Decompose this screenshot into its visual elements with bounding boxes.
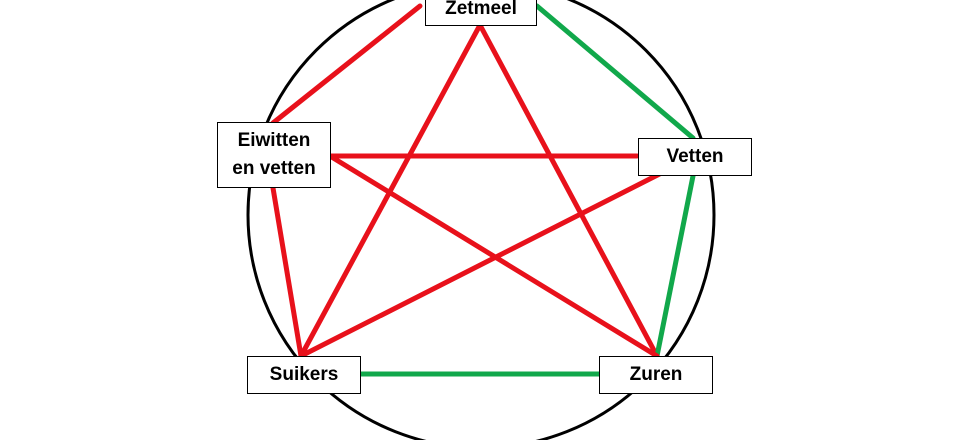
node-suikers: Suikers: [247, 356, 361, 394]
line-zetmeel-vetten: [534, 3, 696, 141]
line-eiwitten-zuren: [327, 153, 660, 359]
node-vetten: Vetten: [638, 138, 752, 176]
node-eiwitten-en-vetten: Eiwitten en vetten: [217, 122, 331, 188]
node-zetmeel: Zetmeel: [425, 0, 537, 26]
line-eiwitten-suikers: [270, 185, 304, 359]
outer-circle: [246, 0, 716, 440]
line-vetten-zuren: [654, 173, 696, 359]
node-zuren: Zuren: [599, 356, 713, 394]
connection-lines: [270, 3, 696, 377]
line-zetmeel-eiwitten: [270, 3, 423, 126]
line-zetmeel-zuren: [477, 22, 660, 359]
